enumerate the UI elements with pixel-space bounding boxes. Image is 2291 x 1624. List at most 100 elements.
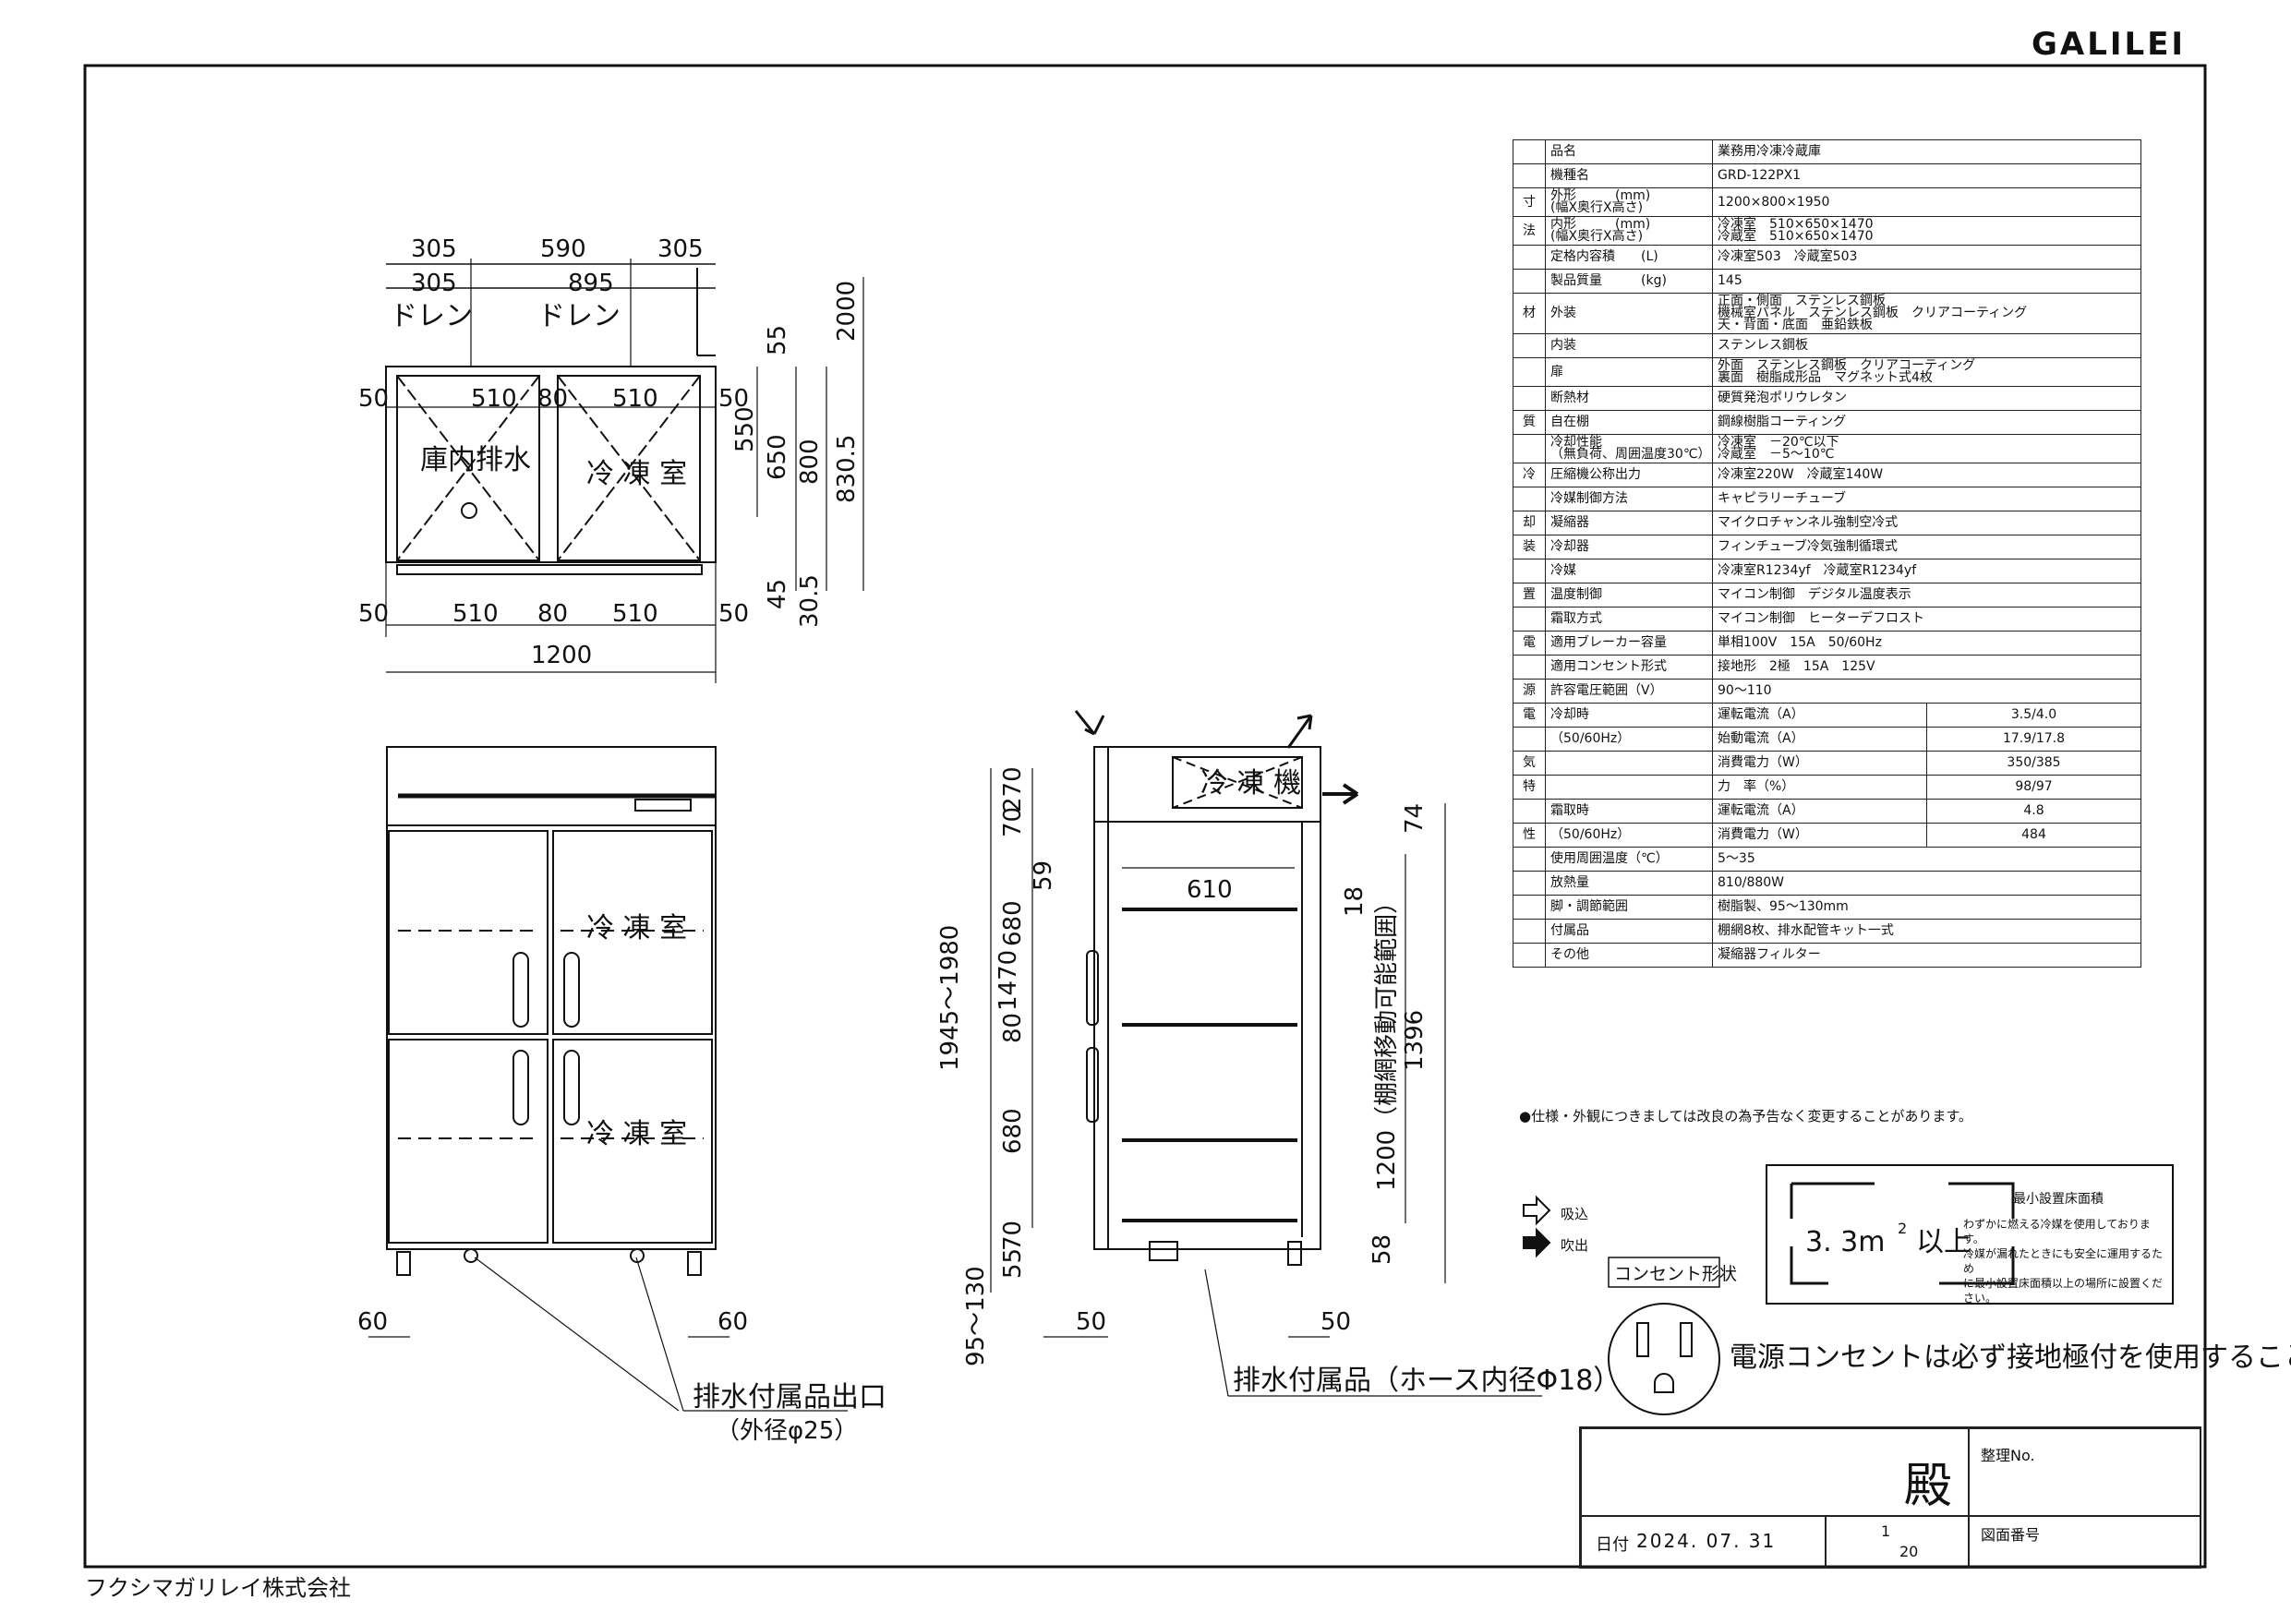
spec-value: マイコン制御 デジタル温度表示 [1712,583,2141,607]
dimension-label: 以上 [1916,1226,1971,1258]
spec-key: 脚・調節範囲 [1545,895,1713,920]
dimension-label: 50 [1076,1308,1106,1336]
dimension-label: 排水付属品出口 [693,1381,886,1413]
spec-group [1513,245,1546,270]
floor-desc: わずかに燃える冷媒を使用しております。 冷媒が漏れたときにも安全に運用するため … [1963,1218,2164,1305]
spec-value: 冷凍室503 冷蔵室503 [1712,245,2141,270]
spec-value: 17.9/17.8 [1926,727,2141,752]
spec-group [1513,919,1546,944]
spec-value: 外面 ステンレス鋼板 クリアコーティング 裏面 樹脂成形品 マグネット式4枚 [1712,357,2141,387]
spec-row: 性（50/60Hz）消費電力（W）484 [1513,823,2141,848]
spec-value: 正面・側面 ステンレス鋼板 機械室パネル ステンレス鋼板 クリアコーティング 天… [1712,293,2141,334]
dimension-label: 590 [540,235,586,263]
spec-subkey: 運転電流（A） [1712,703,1927,728]
spec-key: 断熱材 [1545,386,1713,411]
dimension-label: 2000 [833,281,861,342]
spec-value: 棚網8枚、排水配管キット一式 [1712,919,2141,944]
spec-group [1513,357,1546,387]
spec-key: （50/60Hz） [1545,823,1713,848]
spec-row: 電適用ブレーカー容量単相100V 15A 50/60Hz [1513,631,2141,656]
spec-group [1513,434,1546,463]
spec-row: 冷媒冷凍室R1234yf 冷蔵室R1234yf [1513,559,2141,583]
spec-key: 内形 (mm) (幅X奥行X高さ) [1545,216,1713,246]
dimension-label: 270 [999,766,1027,812]
spec-key: 霜取方式 [1545,607,1713,632]
spec-group [1513,487,1546,511]
spec-subkey: 消費電力（W） [1712,751,1927,776]
spec-row: 断熱材硬質発泡ポリウレタン [1513,386,2141,411]
spec-row: 冷媒制御方法キャピラリーチューブ [1513,487,2141,511]
spec-value: 樹脂製、95～130mm [1712,895,2141,920]
dimension-label: 74 [1401,803,1429,834]
spec-group [1513,727,1546,752]
spec-key: 圧縮機公称出力 [1545,463,1713,487]
spec-key [1545,775,1713,800]
dimension-label: 3. 3m [1805,1226,1885,1258]
dimension-label: 冷 凍 室 [586,1118,687,1150]
dimension-label: 2 [1898,1220,1907,1237]
spec-value: 98/97 [1926,775,2141,800]
spec-key: 冷却性能 （無負荷、周囲温度30℃） [1545,434,1713,463]
spec-value: 凝縮器フィルター [1712,943,2141,968]
spec-key: その他 [1545,943,1713,968]
spec-value: 業務用冷凍冷蔵庫 [1712,139,2141,164]
top-view: 305 590 305 305 895 ドレン ドレン 庫内排水 冷 凍 室 5… [358,235,864,683]
outlet-icon [1608,1303,1720,1415]
spec-row: 冷圧縮機公称出力冷凍室220W 冷蔵室140W [1513,463,2141,487]
spec-key: 定格内容積 (L) [1545,245,1713,270]
spec-group [1513,895,1546,920]
spec-subkey: 始動電流（A） [1712,727,1927,752]
spec-subkey: 消費電力（W） [1712,823,1927,848]
spec-row: 脚・調節範囲樹脂製、95～130mm [1513,895,2141,920]
spec-value: マイコン制御 ヒーターデフロスト [1712,607,2141,632]
spec-group: 電 [1513,703,1546,728]
spec-key: 内装 [1545,333,1713,358]
exhaust-arrow-icon [1523,1227,1551,1258]
spec-row: 却凝縮器マイクロチャンネル強制空冷式 [1513,511,2141,535]
dimension-label: 1470 [995,950,1022,1011]
dimension-label: 吹出 [1561,1237,1588,1254]
spec-group [1513,847,1546,872]
spec-group: 源 [1513,679,1546,704]
spec-value: 90～110 [1712,679,2141,704]
spec-key [1545,751,1713,776]
spec-key: 自在棚 [1545,410,1713,435]
dimension-label: 80 [999,1013,1027,1043]
spec-value: 冷凍室220W 冷蔵室140W [1712,463,2141,487]
spec-group: 却 [1513,511,1546,535]
dimension-label: 電源コンセントは必ず接地極付を使用すること [1730,1341,2291,1374]
spec-key: 霜取時 [1545,799,1713,824]
spec-value: 810/880W [1712,871,2141,896]
front-view: 冷 凍 室 冷 凍 室 60 60 排水付属品出口 （外径φ25） [357,746,886,1445]
spec-group: 性 [1513,823,1546,848]
dimension-label: 510 [452,600,499,628]
dimension-label: 1945～1980 [936,925,964,1071]
brand-logo: GALILEI [2032,26,2186,63]
spec-value: キャピラリーチューブ [1712,487,2141,511]
title-block: 殿 整理No. 日付 2024. 07. 31 1 20 図面番号 [1579,1426,2201,1569]
spec-row: 寸外形 (mm) (幅X奥行X高さ)1200×800×1950 [1513,187,2141,217]
dimension-label: 305 [411,270,457,297]
dimension-label: 610 [1187,876,1233,904]
spec-group: 法 [1513,216,1546,246]
dono-label: 殿 [1904,1459,1953,1514]
dimension-label: 55 [764,325,791,355]
spec-key: （50/60Hz） [1545,727,1713,752]
spec-group: 寸 [1513,187,1546,217]
spec-group [1513,139,1546,164]
spec-key: 扉 [1545,357,1713,387]
intake-arrow-icon [1523,1195,1551,1226]
spec-row: 製品質量 (kg)145 [1513,269,2141,294]
spec-row: 霜取方式マイコン制御 ヒーターデフロスト [1513,607,2141,632]
spec-group: 電 [1513,631,1546,656]
spec-row: 定格内容積 (L)冷凍室503 冷蔵室503 [1513,245,2141,270]
spec-row: 扉外面 ステンレス鋼板 クリアコーティング 裏面 樹脂成形品 マグネット式4枚 [1513,357,2141,387]
dimension-label: 30.5 [796,574,824,628]
dimension-label: 305 [657,235,704,263]
spec-group [1513,269,1546,294]
dimension-label: コンセント形状 [1614,1264,1737,1284]
spec-value: GRD-122PX1 [1712,163,2141,188]
spec-row: 適用コンセント形式接地形 2極 15A 125V [1513,655,2141,680]
